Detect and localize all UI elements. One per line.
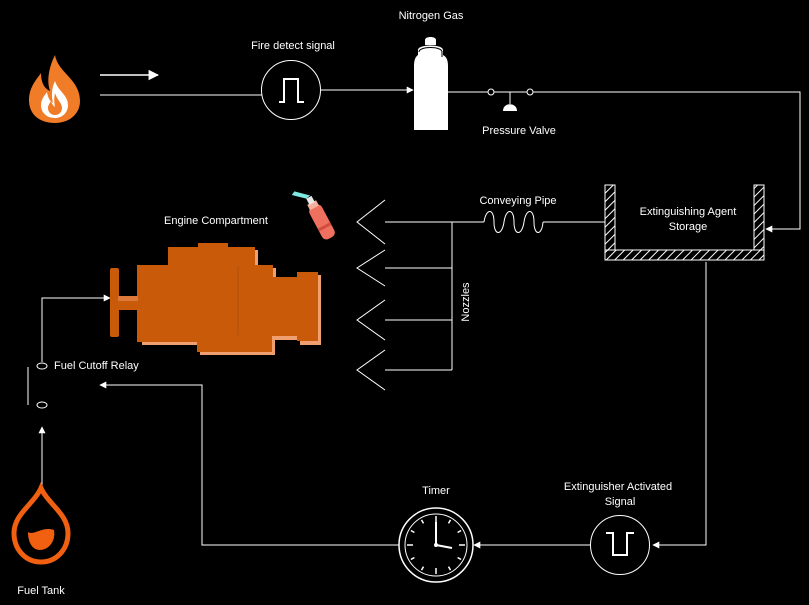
storage-to-activated-line [652, 262, 707, 549]
timer-to-relay-line [99, 381, 399, 546]
pressure-valve-icon [487, 88, 534, 111]
storage-label-line2: Storage [669, 221, 708, 233]
fuel-tank-label: Fuel Tank [17, 585, 65, 597]
nozzle-icon-2 [356, 249, 386, 287]
fire-extinguisher-icon [291, 191, 335, 240]
nozzles-label: Nozzles [460, 282, 472, 322]
timer-clock-icon [398, 507, 474, 583]
pressure-valve-label: Pressure Valve [482, 125, 556, 137]
fuel-drop-icon [11, 481, 71, 565]
fire-detect-signal-icon [261, 60, 321, 120]
storage-label-line1: Extinguishing Agent [640, 206, 737, 218]
conveying-pipe-label: Conveying Pipe [479, 195, 556, 207]
nitrogen-cylinder-icon [414, 37, 448, 130]
engine-icon [110, 243, 321, 355]
nozzles [356, 199, 386, 391]
relay-to-engine-line [41, 294, 111, 362]
relay-switch-icon [27, 362, 48, 409]
conveying-pipe-coil [483, 211, 544, 233]
nozzle-icon-1 [356, 199, 386, 245]
inverted-pulse-signal-icon [590, 515, 650, 575]
flame-icon [29, 55, 80, 123]
activated-signal-label-line2: Signal [605, 496, 636, 508]
activated-signal-label-line1: Extinguisher Activated [564, 481, 672, 493]
nozzle-icon-4 [356, 349, 386, 391]
fire-detect-signal-label: Fire detect signal [251, 40, 335, 52]
nitrogen-to-storage-line [448, 91, 801, 233]
nozzle-icon-3 [356, 299, 386, 341]
connectors [38, 69, 801, 549]
engine-compartment-label: Engine Compartment [164, 215, 268, 227]
timer-label: Timer [422, 485, 450, 497]
storage-tank-icon [604, 184, 765, 261]
fuel-cutoff-relay-label: Fuel Cutoff Relay [54, 360, 139, 372]
nitrogen-gas-label: Nitrogen Gas [399, 10, 464, 22]
